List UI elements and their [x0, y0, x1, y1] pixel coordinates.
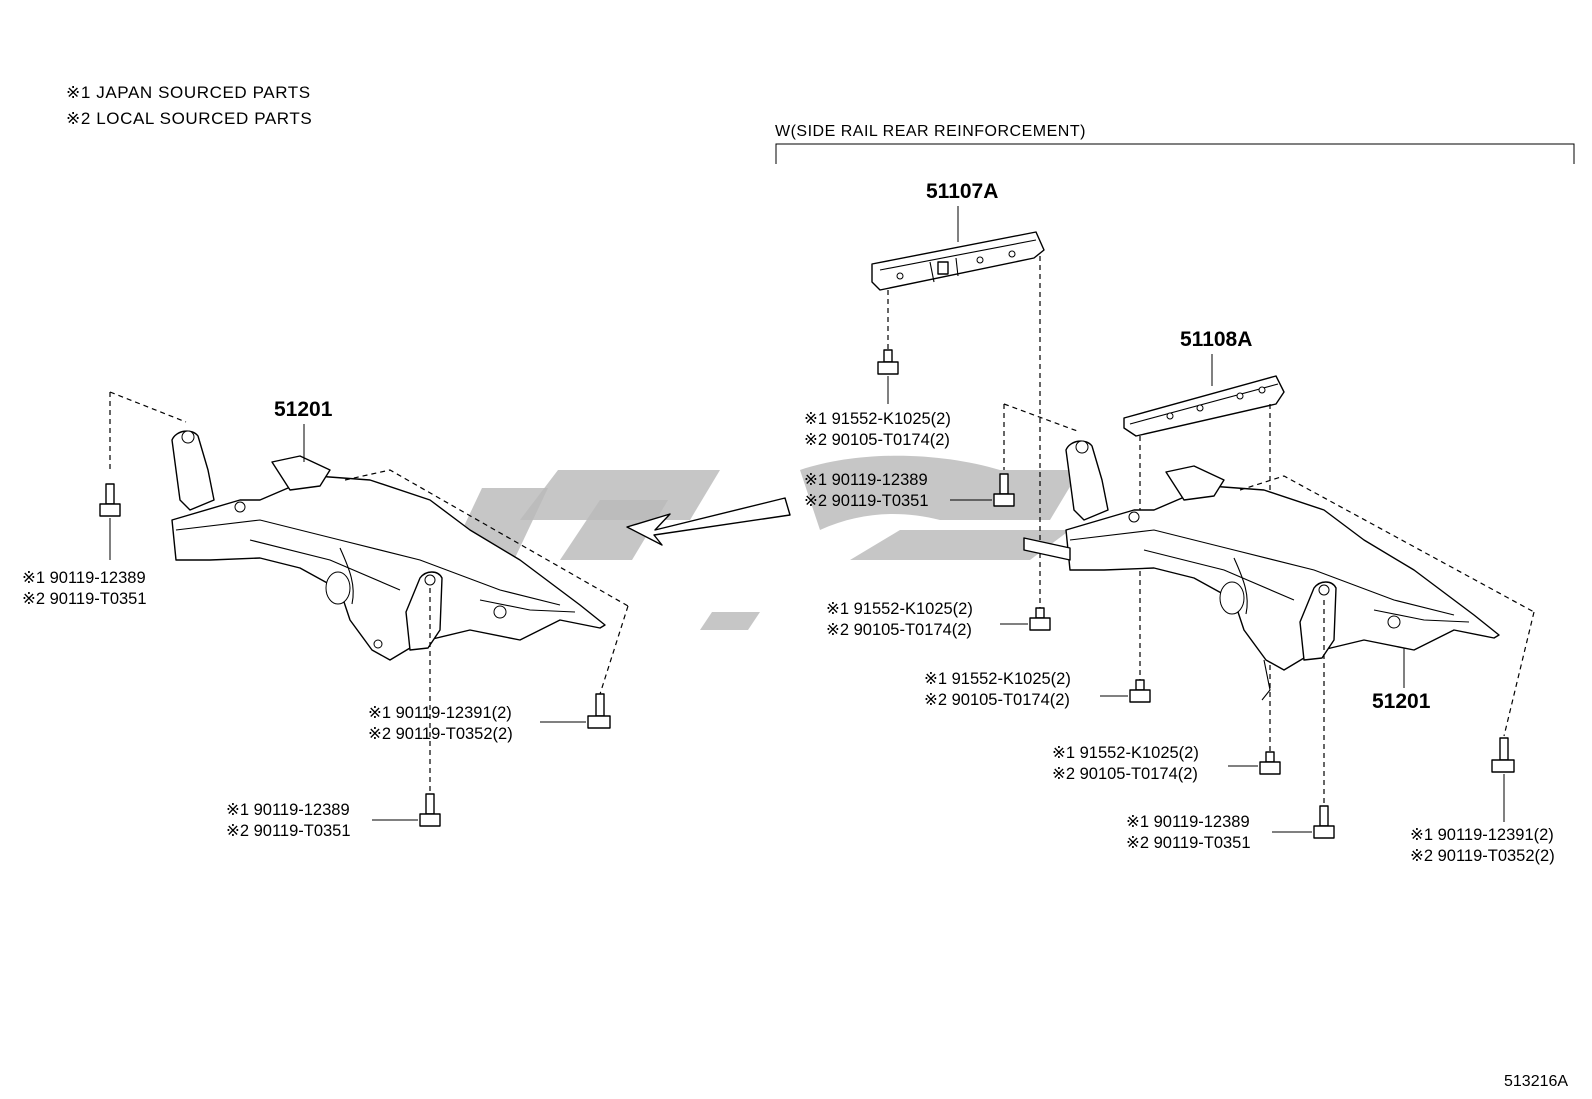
reinforcement-51107a	[871, 231, 1045, 291]
callout-right-upper-bolt-local: ※2 90119-T0351	[804, 492, 929, 510]
callout-left-front-bolt-local: ※2 90119-T0352(2)	[368, 725, 513, 743]
right-screw-3-icon	[1129, 679, 1151, 703]
view-direction-arrow	[626, 497, 791, 546]
callout-left-upper-bolt-local: ※2 90119-T0351	[22, 590, 147, 608]
right-lower-bolt-icon	[1313, 805, 1335, 839]
callout-right-upper-bolt-jp: ※1 90119-12389	[804, 471, 928, 489]
callout-right-front-bolt-local: ※2 90119-T0352(2)	[1410, 847, 1555, 865]
callout-right-screw-4-local: ※2 90105-T0174(2)	[1052, 765, 1198, 783]
callout-left-lower-bolt-jp: ※1 90119-12389	[226, 801, 350, 819]
part-label-51201-left: 51201	[274, 398, 333, 421]
part-label-51201-right: 51201	[1372, 690, 1431, 713]
callout-right-screw-3-local: ※2 90105-T0174(2)	[924, 691, 1070, 709]
reinforcement-51108a	[1123, 375, 1285, 437]
callout-right-screw-1-local: ※2 90105-T0174(2)	[804, 431, 950, 449]
left-dash-top	[344, 469, 629, 607]
callout-right-screw-1-jp: ※1 91552-K1025(2)	[804, 410, 951, 428]
left-front-bolt-icon	[587, 693, 611, 729]
callout-right-lower-bolt-jp: ※1 90119-12389	[1126, 813, 1250, 831]
callout-right-lower-bolt-local: ※2 90119-T0351	[1126, 834, 1251, 852]
left-dash-upper-diag	[109, 391, 187, 423]
callout-left-lower-bolt-local: ※2 90119-T0351	[226, 822, 351, 840]
callout-right-screw-2-jp: ※1 91552-K1025(2)	[826, 600, 973, 618]
callout-right-front-bolt-jp: ※1 90119-12391(2)	[1410, 826, 1554, 844]
legend-japan-sourced: ※1 JAPAN SOURCED PARTS	[66, 83, 311, 102]
right-screw-4-icon	[1259, 751, 1281, 775]
left-upper-bolt-icon	[99, 483, 121, 517]
right-screw-2-icon	[1029, 607, 1051, 631]
callout-right-screw-4-jp: ※1 91552-K1025(2)	[1052, 744, 1199, 762]
variant-bracket	[775, 143, 1575, 164]
right-dash-front	[1503, 611, 1535, 737]
callout-left-upper-bolt-jp: ※1 90119-12389	[22, 569, 146, 587]
right-upper-bolt-icon	[993, 473, 1015, 507]
callout-right-screw-2-local: ※2 90105-T0174(2)	[826, 621, 972, 639]
illustration-code: 513216A	[1504, 1073, 1568, 1090]
left-dash-front	[599, 605, 629, 695]
crossmember-right	[1023, 440, 1500, 701]
part-label-51108a: 51108A	[1180, 328, 1252, 351]
watermark-logo	[448, 455, 1080, 630]
crossmember-left	[171, 430, 606, 661]
left-lower-bolt-icon	[419, 793, 441, 827]
right-dash-top	[1239, 475, 1535, 613]
variant-header: W(SIDE RAIL REAR REINFORCEMENT)	[775, 123, 1086, 140]
right-front-bolt-icon	[1491, 737, 1515, 773]
callout-right-screw-3-jp: ※1 91552-K1025(2)	[924, 670, 1071, 688]
part-label-51107a: 51107A	[926, 180, 998, 203]
right-screw-1-icon	[877, 349, 899, 375]
right-dash-upper-diag	[1003, 403, 1081, 433]
callout-left-front-bolt-jp: ※1 90119-12391(2)	[368, 704, 512, 722]
legend-local-sourced: ※2 LOCAL SOURCED PARTS	[66, 109, 312, 128]
